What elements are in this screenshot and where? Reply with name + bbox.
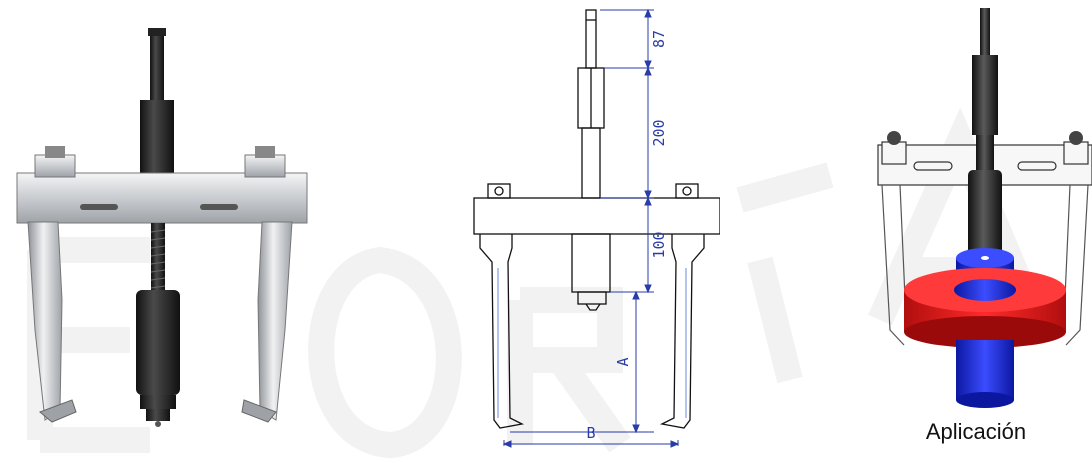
dimension-87: 87	[650, 30, 668, 48]
dimension-a: A	[614, 357, 632, 366]
dimension-b: B	[586, 424, 595, 442]
technical-drawing: 87 200 100 A B	[473, 8, 720, 448]
dimension-100: 100	[650, 231, 668, 258]
puller-photo	[16, 28, 308, 427]
puller-photo-panel	[0, 0, 330, 463]
application-panel: Aplicación	[860, 0, 1092, 463]
dimension-200: 200	[650, 119, 668, 146]
technical-drawing-panel: 87 200 100 A B	[440, 0, 720, 463]
application-caption: Aplicación	[925, 419, 1027, 444]
application-illustration	[877, 8, 1092, 408]
